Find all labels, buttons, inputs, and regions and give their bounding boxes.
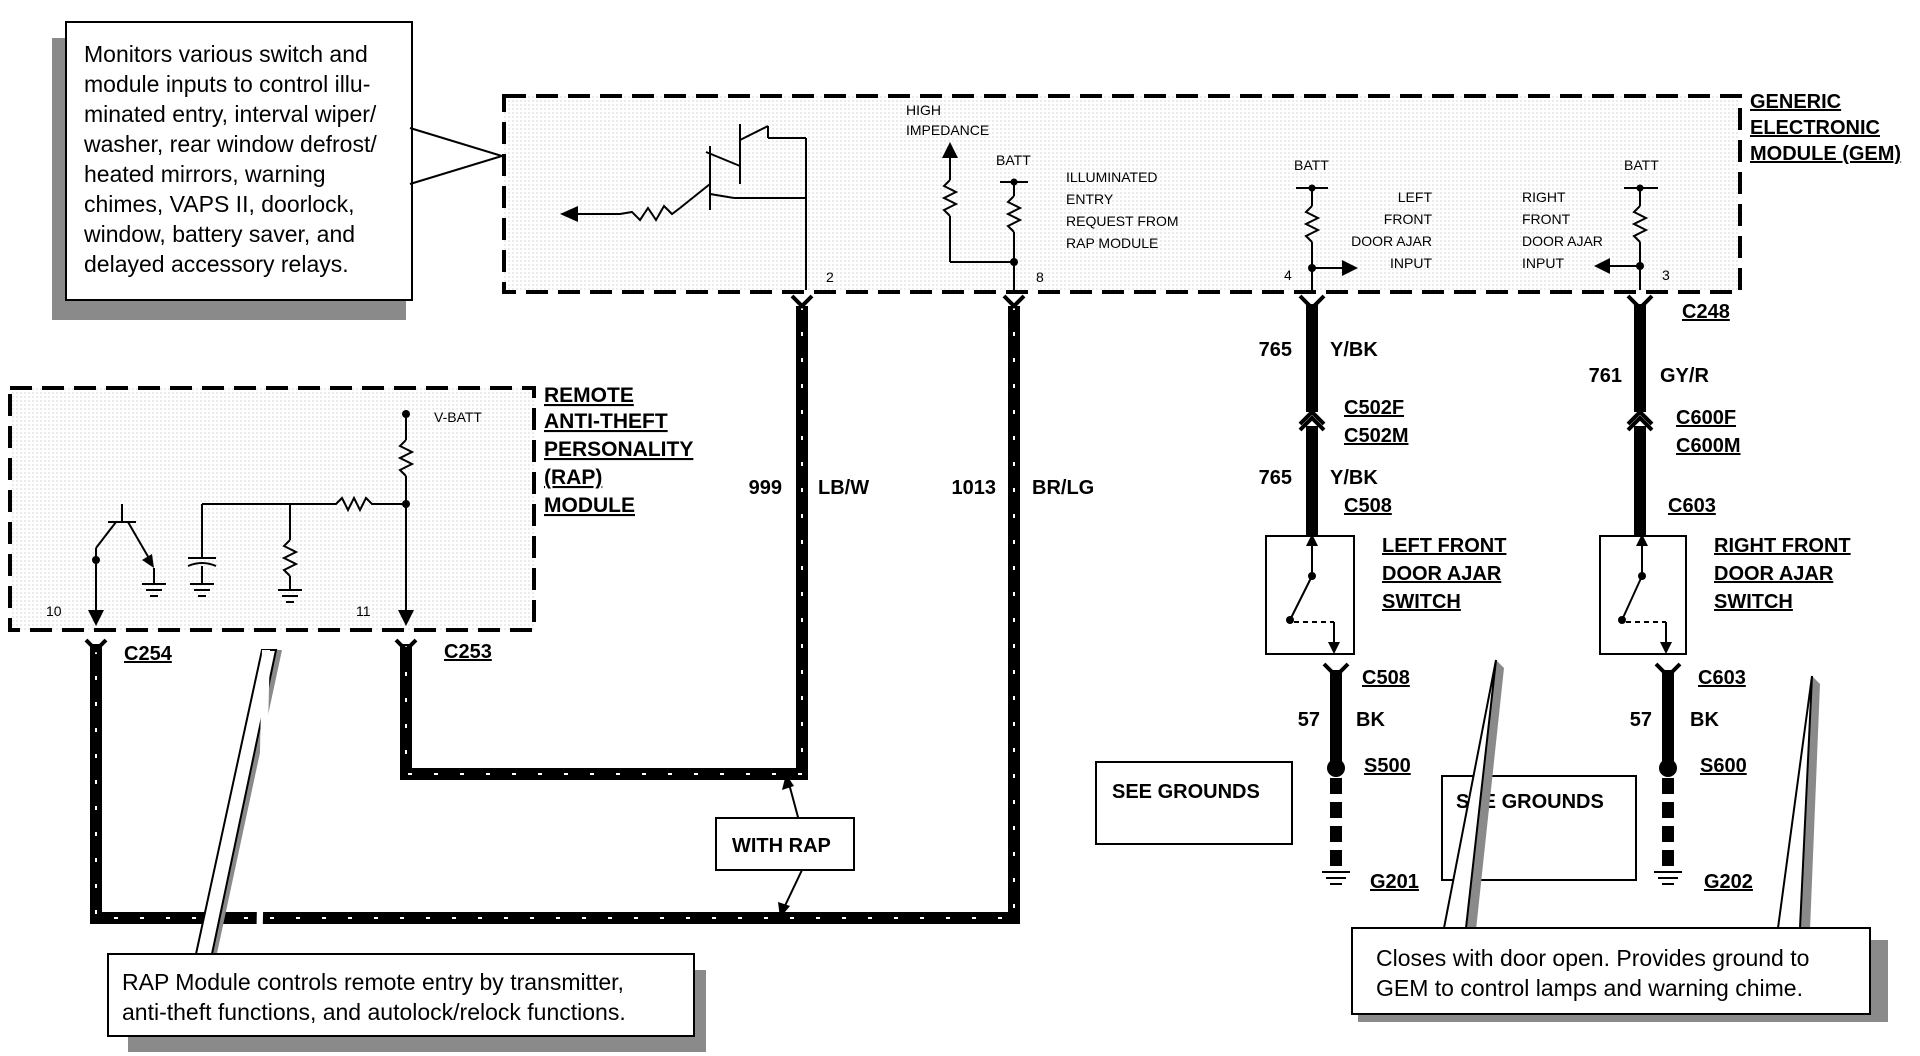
gem-pin-8: 8 [1036, 269, 1044, 285]
gem-description-line-8: delayed accessory relays. [84, 251, 349, 277]
with-rap-label: WITH RAP [732, 835, 831, 857]
rap-pin-10: 10 [46, 603, 62, 619]
rap-title-line-2: ANTI-THEFT [544, 410, 668, 433]
gem-title-line-2: ELECTRONIC [1750, 117, 1880, 139]
wire-999 [394, 294, 814, 780]
left-switch-title-3: SWITCH [1382, 591, 1461, 613]
gem-module: GENERIC ELECTRONIC MODULE (GEM) HIGH IMP… [502, 91, 1901, 294]
rap-pin-11: 11 [356, 603, 371, 619]
splice-s500: S500 [1364, 755, 1411, 777]
left-door-circuit [1265, 294, 1355, 885]
gem-pin-2: 2 [826, 269, 834, 285]
left-switch-title-2: DOOR AJAR [1382, 563, 1502, 585]
door-switch-description-line-1: Closes with door open. Provides ground t… [1376, 945, 1809, 971]
gem-pin-3: 3 [1662, 267, 1670, 283]
gem-batt-label-2: BATT [1294, 157, 1329, 173]
right-switch-title-1: RIGHT FRONT [1714, 535, 1851, 557]
gem-description-callout: Monitors various switch and module input… [52, 21, 506, 320]
right-door-circuit [1599, 294, 1687, 885]
rap-title-line-3: PERSONALITY [544, 438, 693, 461]
gem-description-line-5: heated mirrors, warning [84, 161, 326, 187]
rap-title-line-1: REMOTE [544, 384, 634, 407]
connector-c508-bottom: C508 [1362, 667, 1410, 689]
w999-color: LB/W [818, 477, 869, 499]
connector-c502m: C502M [1344, 425, 1408, 447]
with-rap-callout: WITH RAP [715, 774, 855, 918]
gem-illuminated-entry-circuit: HIGH IMPEDANCE BATT ILLUMINATED ENTRY RE… [906, 102, 1179, 290]
w57b-circuit: 57 [1630, 709, 1652, 731]
w1013-color: BR/LG [1032, 477, 1094, 499]
connector-c248: C248 [1682, 301, 1730, 323]
gem-right-door-input-circuit: BATT RIGHT FRONT DOOR AJAR INPUT [1522, 157, 1659, 290]
right-input-line-3: DOOR AJAR [1522, 233, 1603, 249]
right-input-line-1: RIGHT [1522, 189, 1566, 205]
connector-c600f: C600F [1676, 407, 1736, 429]
rap-description-line-2: anti-theft functions, and autolock/reloc… [122, 999, 626, 1025]
rap-module: REMOTE ANTI-THEFT PERSONALITY (RAP) MODU… [8, 384, 693, 632]
door-switch-description-line-2: GEM to control lamps and warning chime. [1376, 975, 1803, 1001]
gem-description-line-7: window, battery saver, and [83, 221, 355, 247]
w999-circuit: 999 [749, 477, 782, 499]
gem-batt-label-1: BATT [996, 152, 1031, 168]
gem-description-line-3: minated entry, interval wiper/ [84, 101, 377, 127]
see-grounds-box-1: SEE GROUNDS [1095, 761, 1293, 845]
right-switch-title-3: SWITCH [1714, 591, 1793, 613]
see-grounds-label-2: SEE GROUNDS [1456, 791, 1604, 813]
illuminated-entry-line-2: ENTRY [1066, 191, 1114, 207]
illuminated-entry-line-1: ILLUMINATED [1066, 169, 1158, 185]
ground-g201: G201 [1370, 871, 1419, 893]
left-input-line-3: DOOR AJAR [1351, 233, 1432, 249]
connector-c600m: C600M [1676, 435, 1740, 457]
gem-description-line-6: chimes, VAPS II, doorlock, [84, 191, 355, 217]
gem-description-line-1: Monitors various switch and [84, 41, 368, 67]
rap-description-line-1: RAP Module controls remote entry by tran… [122, 969, 624, 995]
see-grounds-label-1: SEE GROUNDS [1112, 781, 1260, 803]
w761-color: GY/R [1660, 365, 1709, 387]
illuminated-entry-line-4: RAP MODULE [1066, 235, 1158, 251]
gem-title-line-1: GENERIC [1750, 91, 1841, 113]
w765a-color: Y/BK [1330, 339, 1378, 361]
w765b-circuit: 765 [1259, 467, 1292, 489]
right-switch-title-2: DOOR AJAR [1714, 563, 1834, 585]
w57b-color: BK [1690, 709, 1719, 731]
w761-circuit: 761 [1589, 365, 1622, 387]
left-switch-title-1: LEFT FRONT [1382, 535, 1506, 557]
w765b-color: Y/BK [1330, 467, 1378, 489]
gem-title-line-3: MODULE (GEM) [1750, 143, 1901, 165]
connector-c603-top: C603 [1668, 495, 1716, 517]
connector-c254: C254 [124, 643, 173, 665]
left-input-line-2: FRONT [1384, 211, 1433, 227]
rap-title-line-5: MODULE [544, 494, 635, 517]
door-switch-description-callout: Closes with door open. Provides ground t… [1351, 659, 1888, 1022]
rap-title-line-4: (RAP) [544, 466, 602, 489]
left-input-line-4: INPUT [1390, 255, 1432, 271]
w57a-circuit: 57 [1298, 709, 1320, 731]
connector-c502f: C502F [1344, 397, 1404, 419]
rap-description-callout: RAP Module controls remote entry by tran… [107, 649, 706, 1052]
gem-pin-4: 4 [1284, 267, 1292, 283]
wire-1013 [84, 294, 1026, 924]
connector-c603-bottom: C603 [1698, 667, 1746, 689]
gem-description-line-4: washer, rear window defrost/ [83, 131, 377, 157]
w765a-circuit: 765 [1259, 339, 1292, 361]
ground-g202: G202 [1704, 871, 1753, 893]
right-input-line-4: INPUT [1522, 255, 1564, 271]
high-impedance-label-1: HIGH [906, 102, 941, 118]
rap-vbatt-label: V-BATT [434, 409, 482, 425]
right-input-line-2: FRONT [1522, 211, 1571, 227]
high-impedance-label-2: IMPEDANCE [906, 122, 989, 138]
connector-c508-top: C508 [1344, 495, 1392, 517]
gem-transistor-circuit [560, 124, 807, 290]
rap-internal-circuit [88, 410, 415, 626]
illuminated-entry-line-3: REQUEST FROM [1066, 213, 1179, 229]
splice-s600: S600 [1700, 755, 1747, 777]
gem-left-door-input-circuit: BATT LEFT FRONT DOOR AJAR INPUT [1294, 157, 1432, 290]
gem-batt-label-3: BATT [1624, 157, 1659, 173]
w1013-circuit: 1013 [952, 477, 997, 499]
gem-description-line-2: module inputs to control illu- [84, 71, 370, 97]
connector-c253: C253 [444, 641, 492, 663]
left-input-line-1: LEFT [1398, 189, 1433, 205]
w57a-color: BK [1356, 709, 1385, 731]
